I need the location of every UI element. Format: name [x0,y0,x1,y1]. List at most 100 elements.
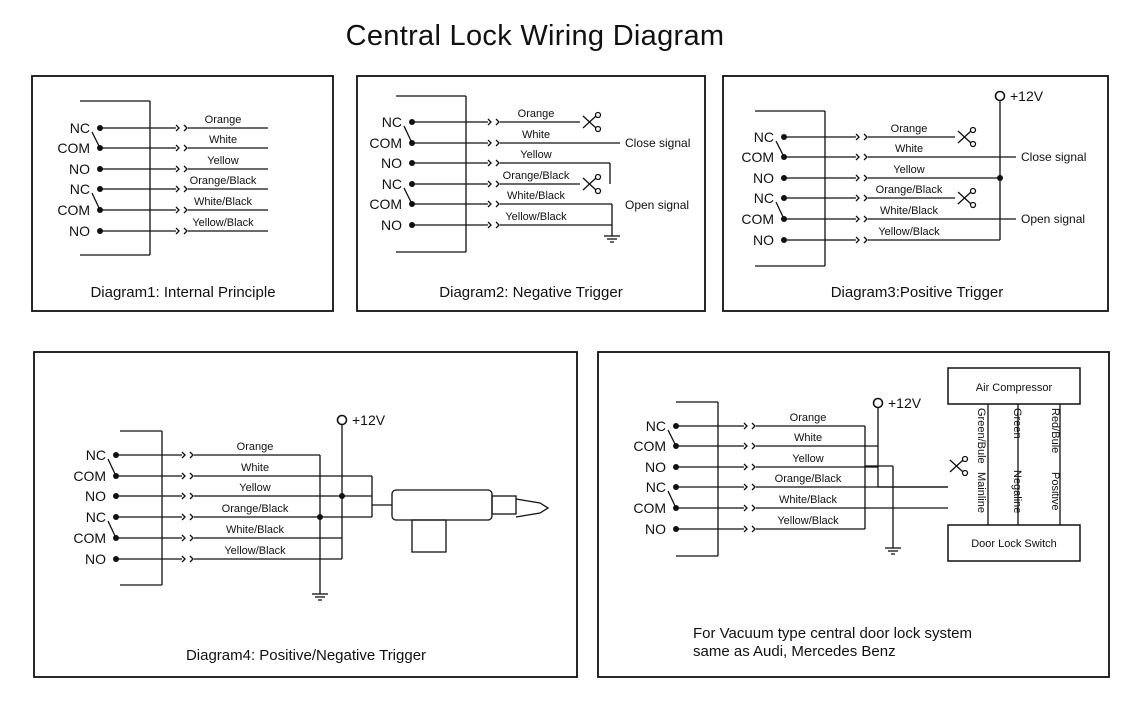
diagram4-caption: Diagram4: Positive/Negative Trigger [186,647,426,664]
diagram1-caption: Diagram1: Internal Principle [90,284,275,301]
relay-contact-arm [403,125,413,144]
pin-label-no: NO [69,223,90,239]
wire-label-white: White [895,143,923,155]
scissors-handle [594,173,602,181]
pin-label-no: NO [85,551,106,567]
connector-arrow [495,159,500,167]
connector-arrow [751,422,756,430]
pin-label-no: NO [69,161,90,177]
wire-label-white-black: White/Black [880,205,939,217]
connector-arrow [855,236,860,244]
wire-label-orange-black: Orange/Black [876,184,943,196]
close-signal-label: Close signal [1021,150,1086,164]
diagram5-frame [597,351,1110,678]
power-label-12v: +12V [888,395,922,411]
connector-arrow [487,200,492,208]
connector-arrow [495,118,500,126]
pin-label-nc: NC [646,418,666,434]
close-signal-label: Close signal [625,136,690,150]
wire-label-white: White [209,134,237,146]
pin-label-no: NO [753,170,774,186]
power-label-12v: +12V [1010,88,1044,104]
connector-arrow [189,492,194,500]
wire-label-white-black: White/Black [779,494,838,506]
diagram2-caption: Diagram2: Negative Trigger [439,284,622,301]
connector-arrow [183,227,188,235]
scissors-handle [594,111,602,119]
wire-label-orange-black: Orange/Black [190,175,257,187]
wire-label-white: White [522,129,550,141]
pin-label-nc: NC [70,120,90,136]
air-compressor-label: Air Compressor [976,382,1053,394]
connector-arrow [855,153,860,161]
green-bule-label: Green/Bule [975,408,987,464]
scissors-blade [957,130,972,144]
connector-arrow [183,185,188,193]
connector-arrow [495,221,500,229]
connector-arrow [181,534,186,542]
connector-arrow [181,492,186,500]
scissors-handle [594,187,602,195]
pin-label-nc: NC [382,176,402,192]
junction-dot [317,514,323,520]
ground-icon [312,593,328,601]
connector-arrow [175,144,180,152]
actuator-body [391,489,493,521]
wire-label-orange-black: Orange/Black [222,503,289,515]
connector-arrow [181,451,186,459]
wire-label-white-black: White/Black [507,190,566,202]
pin-label-nc: NC [70,181,90,197]
pin-label-no: NO [645,459,666,475]
connector-arrow [175,206,180,214]
wire-label-white-black: White/Black [226,524,285,536]
scissors-handle [969,201,977,209]
power-terminal-icon [872,397,884,409]
connector-arrow [189,534,194,542]
connector-arrow [863,153,868,161]
wire-label-white: White [241,462,269,474]
relay-contact-arm [667,490,677,509]
connector-arrow [751,504,756,512]
scissors-icon [949,455,969,477]
pin-label-com: COM [633,500,666,516]
connector-arrow [743,422,748,430]
connector-arrow [743,463,748,471]
door-lock-actuator-icon [371,476,550,553]
pin-label-com: COM [741,149,774,165]
actuator-mount [411,519,447,553]
connector-arrow [189,513,194,521]
wire-label-orange: Orange [237,441,274,453]
pin-label-com: COM [57,202,90,218]
power-label-12v: +12V [352,412,386,428]
pin-label-com: COM [57,140,90,156]
connector-arrow [855,215,860,223]
connector-arrow [183,206,188,214]
wire-label-yellow: Yellow [520,149,551,161]
wire-label-orange-black: Orange/Black [775,473,842,485]
pin-label-nc: NC [86,509,106,525]
wire-label-yellow-black: Yellow/Black [192,217,254,229]
scissors-blade [949,459,964,473]
scissors-handle [969,126,977,134]
diagram1-frame [31,75,334,312]
connector-arrow [751,463,756,471]
positive-label: Positive [1049,472,1061,511]
connector-arrow [855,133,860,141]
wire-label-yellow: Yellow [207,155,238,167]
scissors-handle [594,125,602,133]
connector-arrow [175,124,180,132]
relay-contact-arm [107,458,117,477]
pin-label-nc: NC [382,114,402,130]
negaline-label: Negaline [1011,470,1023,513]
power-terminal-icon [336,414,348,426]
scissors-icon [957,126,977,148]
ground-icon [885,547,901,555]
connector-arrow [863,236,868,244]
wire-label-orange: Orange [790,412,827,424]
diagram4-frame [33,351,578,678]
power-terminal-icon [994,90,1006,102]
pin-label-com: COM [73,530,106,546]
